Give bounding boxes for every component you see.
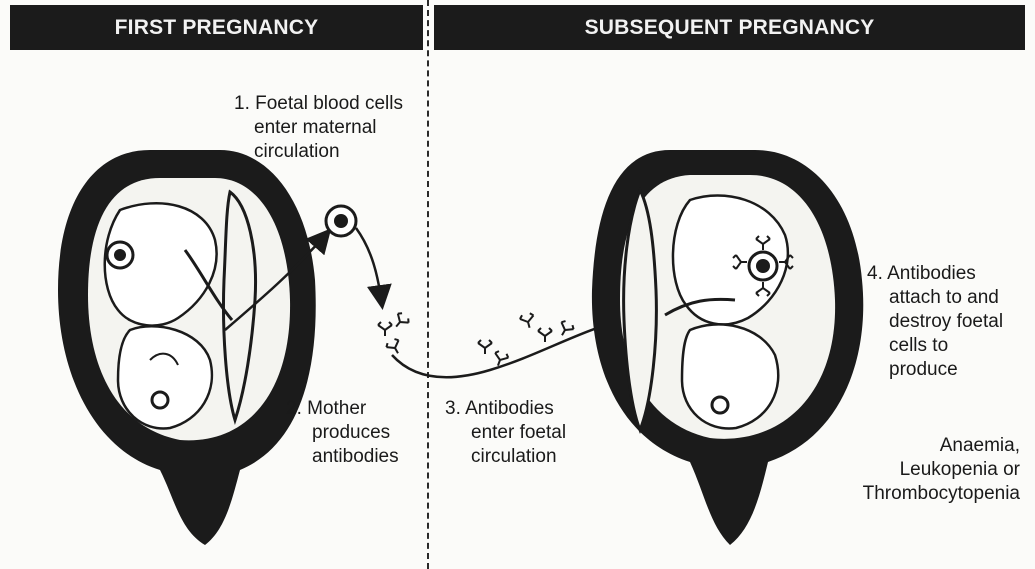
step-2-label: 2. Mother produces antibodies: [286, 397, 399, 469]
arrow-to-antibodies: [356, 228, 382, 305]
uterus-subsequent-pregnancy: [592, 150, 863, 545]
antibodies-cluster-crossing: [478, 312, 575, 368]
step-3-label: 3. Antibodies enter foetal circulation: [445, 397, 566, 469]
foetal-cell-in-maternal-circulation: [326, 206, 356, 236]
step-4-label: 4. Antibodies attach to and destroy foet…: [867, 262, 1003, 382]
outcomes-label: Anaemia, Leukopenia or Thrombocytopenia: [830, 434, 1020, 506]
step-1-label: 1. Foetal blood cells enter maternal cir…: [234, 92, 403, 164]
antibodies-cluster-maternal: [378, 311, 411, 356]
uterus-first-pregnancy: [58, 150, 316, 545]
